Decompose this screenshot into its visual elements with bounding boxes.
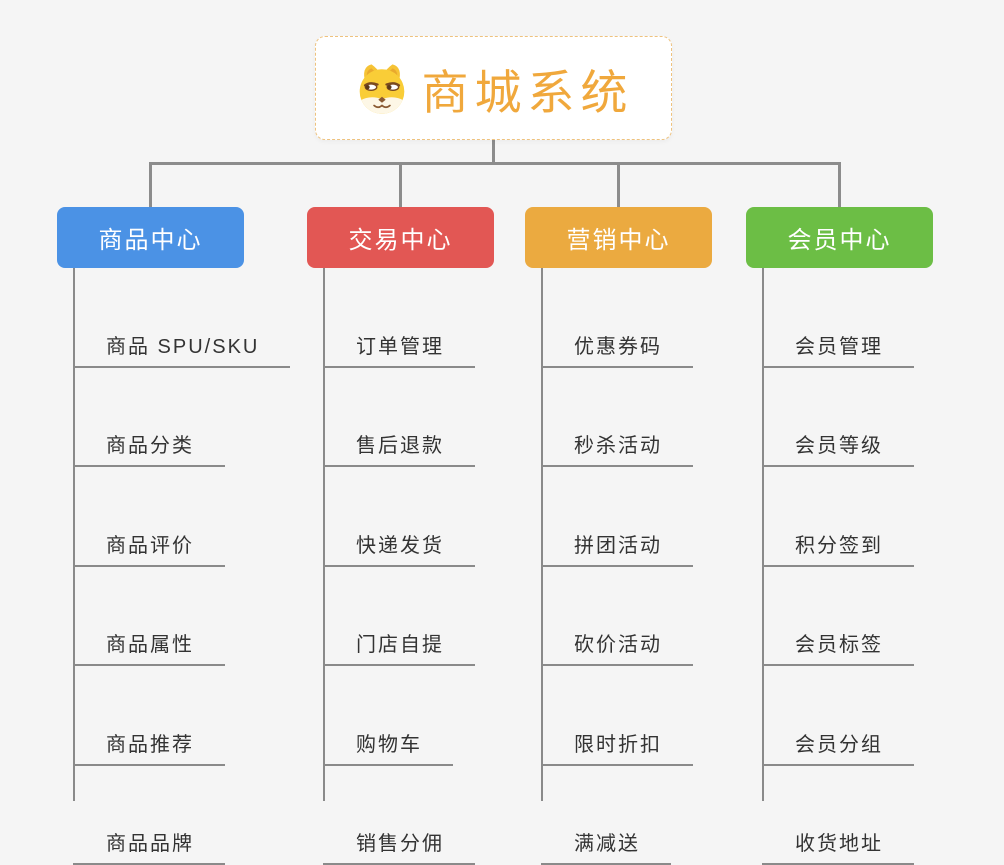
child-node[interactable]: 门店自提: [323, 567, 475, 667]
child-node-label: 商品推荐: [106, 735, 194, 755]
child-node-label: 商品属性: [106, 635, 194, 655]
child-node[interactable]: 会员分组: [762, 666, 914, 766]
child-node[interactable]: 会员等级: [762, 368, 914, 468]
child-node-label: 会员分组: [795, 735, 883, 755]
child-node[interactable]: 拼团活动: [541, 467, 693, 567]
child-node-label: 会员管理: [795, 337, 883, 357]
connector-drop: [617, 162, 620, 207]
child-node[interactable]: 优惠券码: [541, 268, 693, 368]
branch-column-2: 订单管理售后退款快递发货门店自提购物车销售分佣: [323, 268, 475, 865]
child-node-label: 限时折扣: [574, 735, 662, 755]
child-node[interactable]: 商品属性: [73, 567, 225, 667]
root-node[interactable]: 商城系统: [315, 36, 672, 140]
child-node[interactable]: 订单管理: [323, 268, 475, 368]
child-node[interactable]: 会员标签: [762, 567, 914, 667]
child-node[interactable]: 满减送: [541, 766, 671, 865]
branch-node-3[interactable]: 营销中心: [525, 207, 712, 268]
child-node-label: 商品评价: [106, 536, 194, 556]
child-node[interactable]: 商品评价: [73, 467, 225, 567]
connector-drop: [838, 162, 841, 207]
child-node[interactable]: 砍价活动: [541, 567, 693, 667]
child-node[interactable]: 会员管理: [762, 268, 914, 368]
child-node-label: 满减送: [574, 834, 640, 854]
branch-column-4: 会员管理会员等级积分签到会员标签会员分组收货地址: [762, 268, 914, 865]
child-node-label: 快递发货: [356, 536, 444, 556]
child-node-label: 售后退款: [356, 436, 444, 456]
child-node[interactable]: 商品 SPU/SKU: [73, 268, 290, 368]
child-node-label: 积分签到: [795, 536, 883, 556]
child-node-label: 会员标签: [795, 635, 883, 655]
child-node-label: 购物车: [356, 735, 422, 755]
child-node[interactable]: 商品品牌: [73, 766, 225, 865]
branch-node-2[interactable]: 交易中心: [307, 207, 494, 268]
child-node[interactable]: 限时折扣: [541, 666, 693, 766]
child-node[interactable]: 售后退款: [323, 368, 475, 468]
child-node[interactable]: 购物车: [323, 666, 453, 766]
child-node[interactable]: 销售分佣: [323, 766, 475, 865]
child-node-label: 收货地址: [795, 834, 883, 854]
connector-rail: [149, 162, 841, 165]
child-node[interactable]: 快递发货: [323, 467, 475, 567]
connector-drop: [399, 162, 402, 207]
child-node-label: 秒杀活动: [574, 436, 662, 456]
dog-face-icon: [354, 60, 410, 116]
child-node[interactable]: 秒杀活动: [541, 368, 693, 468]
child-node-label: 商品分类: [106, 436, 194, 456]
child-node-label: 商品品牌: [106, 834, 194, 854]
branch-node-1[interactable]: 商品中心: [57, 207, 244, 268]
child-node-label: 优惠券码: [574, 337, 662, 357]
child-node-label: 商品 SPU/SKU: [106, 337, 259, 357]
branch-node-4[interactable]: 会员中心: [746, 207, 933, 268]
child-node-label: 会员等级: [795, 436, 883, 456]
child-node-label: 拼团活动: [574, 536, 662, 556]
child-node[interactable]: 商品推荐: [73, 666, 225, 766]
root-title: 商城系统: [422, 54, 634, 123]
child-node-label: 销售分佣: [356, 834, 444, 854]
connector-drop: [149, 162, 152, 207]
child-node-label: 门店自提: [356, 635, 444, 655]
child-node[interactable]: 积分签到: [762, 467, 914, 567]
child-node-label: 砍价活动: [574, 635, 662, 655]
child-node[interactable]: 收货地址: [762, 766, 914, 865]
child-node[interactable]: 商品分类: [73, 368, 225, 468]
branch-column-3: 优惠券码秒杀活动拼团活动砍价活动限时折扣满减送: [541, 268, 693, 865]
branch-column-1: 商品 SPU/SKU 商品分类商品评价商品属性商品推荐商品品牌: [73, 268, 290, 865]
child-node-label: 订单管理: [356, 337, 444, 357]
